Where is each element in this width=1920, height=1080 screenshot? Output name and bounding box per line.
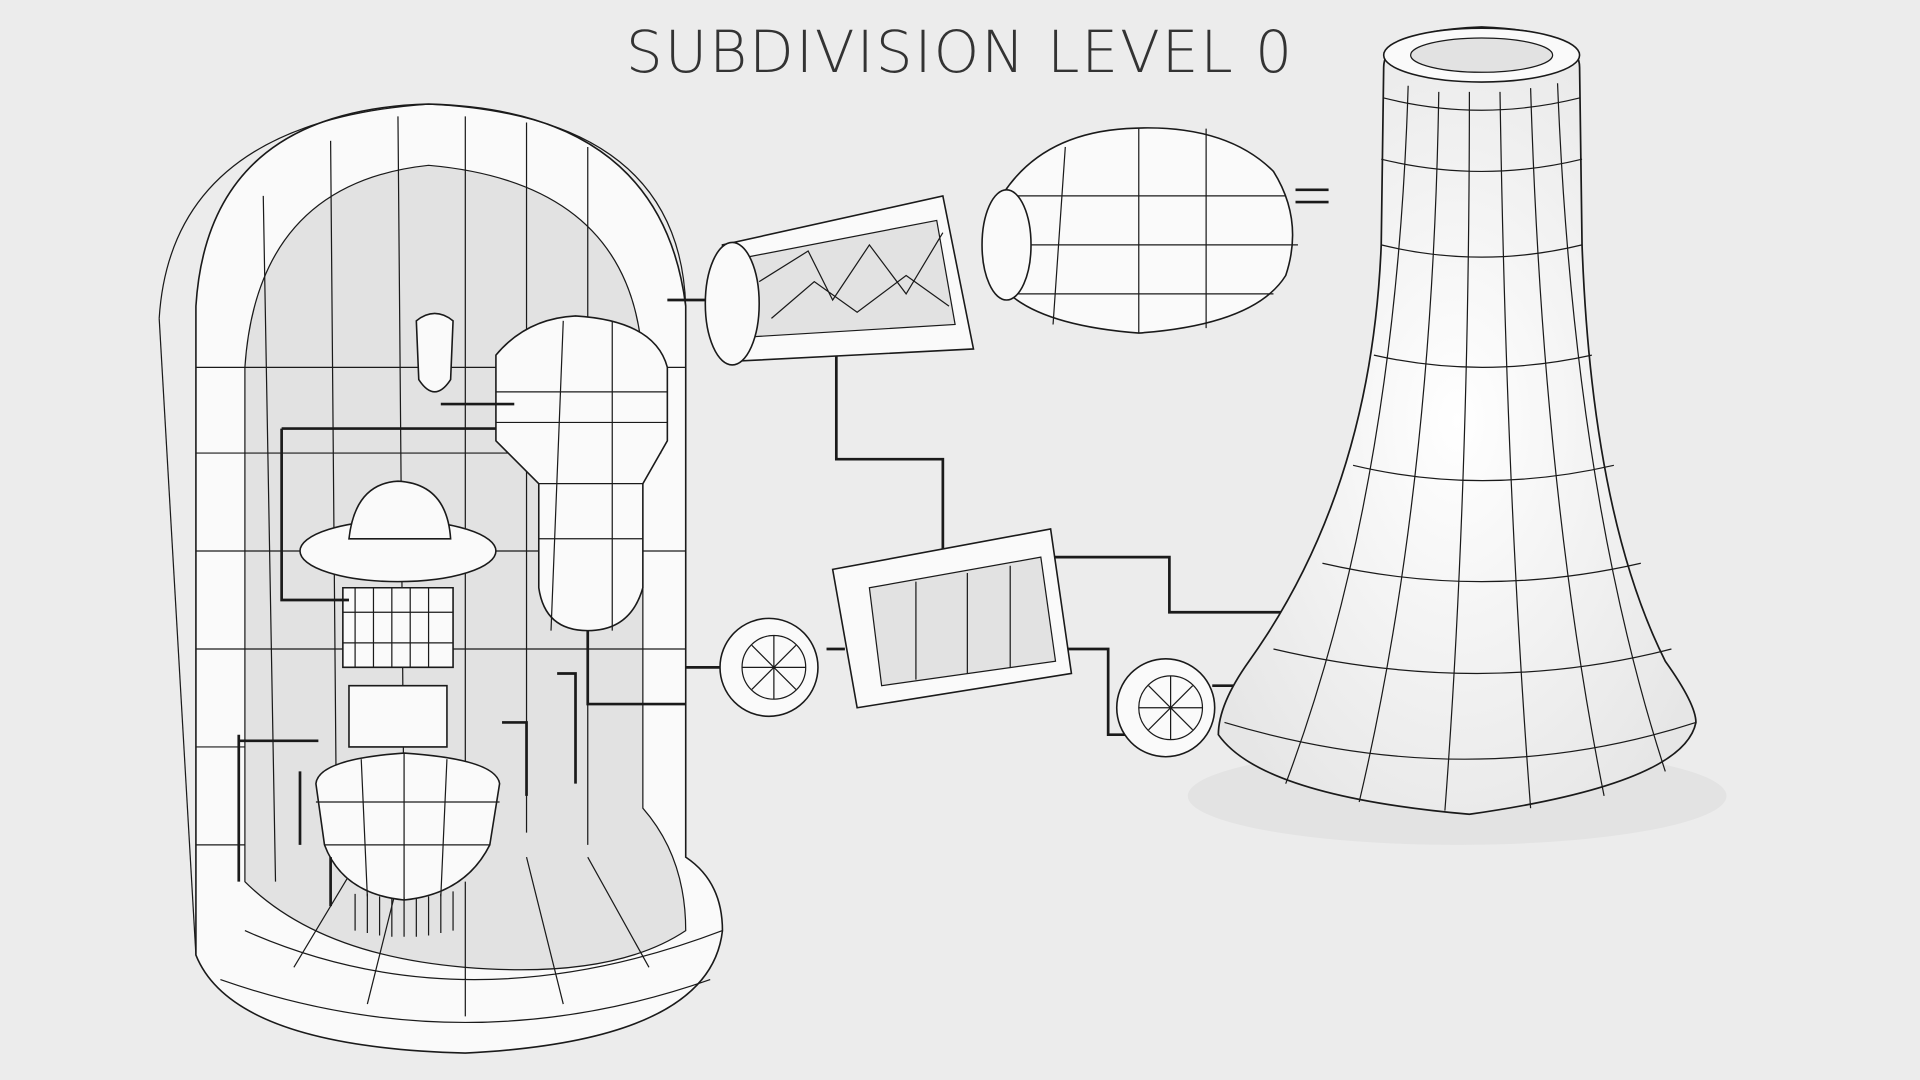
pipes	[237, 298, 1311, 907]
turbine	[704, 194, 975, 366]
condenser	[831, 528, 1073, 709]
steam-generator	[415, 312, 669, 632]
pump-left	[719, 617, 819, 718]
cooling-tower	[1217, 26, 1697, 816]
tower-grid	[1224, 83, 1697, 811]
pressurizer	[415, 312, 454, 393]
render-title: SUBDIVISION LEVEL 0	[625, 18, 1295, 86]
reactor-vessel	[299, 480, 501, 937]
generator	[981, 127, 1329, 334]
pump-right	[1115, 657, 1216, 758]
